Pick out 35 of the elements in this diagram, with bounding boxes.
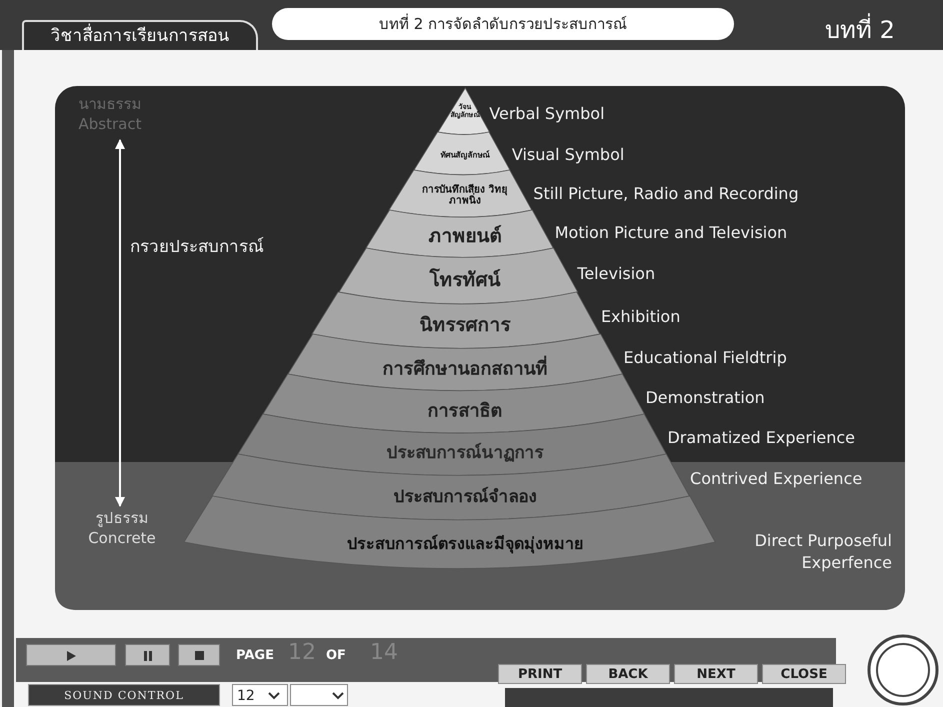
- layer-caption: Verbal Symbol: [489, 103, 606, 125]
- pole-label: รูปธรรม Concrete: [78, 508, 166, 548]
- layer-label: ประสบการณ์จำลอง: [392, 488, 538, 508]
- layer-label: นิทรรศการ: [418, 315, 512, 338]
- layer-caption: Television: [577, 263, 656, 285]
- layer-label: การสาธิต: [426, 402, 504, 422]
- layer-caption: Educational Fieldtrip: [623, 347, 788, 369]
- axis-label: กรวยประสบการณ์: [130, 236, 264, 259]
- layer-caption: Exhibition: [600, 306, 682, 328]
- layer-caption: Contrived Experience: [690, 468, 864, 490]
- page-label: OF: [326, 648, 346, 663]
- back-button: BACK: [586, 664, 670, 684]
- layer-label: โทรทัศน์: [428, 270, 502, 292]
- page-label: PAGE: [236, 648, 274, 663]
- layer-label: ประสบการณ์นาฏการ: [385, 444, 544, 464]
- title-bar: บทที่ 2 การจัดลำดับกรวยประสบการณ์: [272, 8, 734, 40]
- next-button: NEXT: [674, 664, 758, 684]
- layer-label: ทัศนสัญลักษณ์: [439, 150, 491, 160]
- header-tab: วิชาสื่อการเรียนการสอน: [22, 20, 258, 50]
- close-button: CLOSE: [762, 664, 846, 684]
- double-arrow: [115, 139, 125, 507]
- print-button: PRINT: [498, 664, 582, 684]
- layer-caption: Motion Picture and Television: [554, 222, 788, 244]
- layer-caption: Visual Symbol: [512, 144, 626, 166]
- layer-caption: Direct Purposeful Experfence: [754, 530, 892, 574]
- page-select: 12: [232, 684, 288, 706]
- chapter-label: บทที่ 2: [800, 10, 920, 49]
- layer-label: ภาพยนต์: [427, 226, 502, 248]
- sound-control-button: SOUND CONTROL: [28, 684, 220, 706]
- layer-caption: Still Picture, Radio and Recording: [533, 183, 800, 205]
- layer-caption: Demonstration: [645, 387, 766, 409]
- layer-label: การบันทึกเสียง วิทยุ ภาพนิ่ง: [421, 184, 509, 208]
- layer-caption: Dramatized Experience: [667, 427, 856, 449]
- pole-label: นามธรรม Abstract: [70, 94, 150, 134]
- layer-label: ประสบการณ์ตรงและมีจุดมุ่งหมาย: [346, 535, 584, 554]
